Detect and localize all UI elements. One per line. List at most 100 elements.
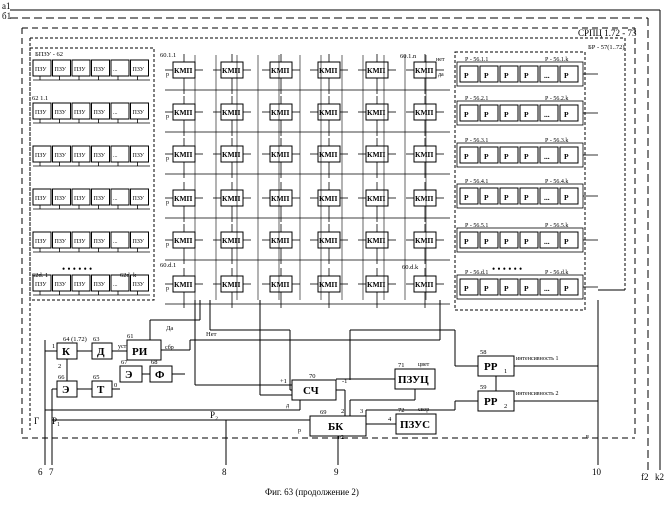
reg-cell-label: ... xyxy=(544,71,550,80)
reg-cell-label: Р xyxy=(484,193,489,202)
kmp-label: КМП xyxy=(222,108,241,117)
block-D: Д xyxy=(97,346,105,358)
block-T: Т xyxy=(97,384,105,396)
srpc-label: СРПЦ 1.72 - 73 xyxy=(578,28,637,38)
pzu-cell-label: ПЗУ xyxy=(55,153,67,159)
reg-cell xyxy=(520,188,538,204)
kmp-cell: КМП xyxy=(406,268,444,308)
sig-d: д xyxy=(286,403,289,409)
block-PZUS: ПЗУС xyxy=(400,419,430,431)
reg-cell xyxy=(560,188,578,204)
kmp-label: КМП xyxy=(271,66,290,75)
kmp-cell: КМП xyxy=(213,182,251,222)
reg-row-label: Р - 56.5.1 xyxy=(465,223,488,229)
kmp-label: КМП xyxy=(367,236,386,245)
kmp-cell: КМП xyxy=(358,182,396,222)
kmp-label-d1: 60.d.1 xyxy=(160,262,176,269)
num-68: 68 xyxy=(151,359,158,366)
figure-caption: Фиг. 63 (продолжение 2) xyxy=(265,487,359,497)
kmp-cell: КМП xyxy=(406,96,444,136)
pin-4-bk: 4 xyxy=(388,416,392,423)
reg-cell-label: ... xyxy=(544,284,550,293)
kmp-label: КМП xyxy=(367,108,386,117)
num-70: 70 xyxy=(309,373,316,380)
register-grid: РРРР...РР - 56.1.1Р - 56.1.kРРРР...РР - … xyxy=(457,57,598,299)
kmp-label: КМП xyxy=(415,150,434,159)
reg-cell xyxy=(460,279,478,295)
block-BK: БК xyxy=(328,421,343,433)
reg-cell xyxy=(520,66,538,82)
kmp-label: КМП xyxy=(271,280,290,289)
reg-cell xyxy=(560,66,578,82)
sig-cbr: сбр xyxy=(165,344,174,351)
kmp-cell: КМП xyxy=(358,268,396,308)
kmp-cell: КМП xyxy=(406,224,444,264)
reg-cell-label: Р xyxy=(484,284,489,293)
num-63: 63 xyxy=(93,336,100,343)
reg-cell xyxy=(500,105,518,121)
pin-minus1: -1 xyxy=(342,378,347,385)
reg-cell-label: Р xyxy=(524,237,529,246)
num-65: 65 xyxy=(93,374,100,381)
reg-cell xyxy=(480,105,498,121)
reg-cell-label: Р xyxy=(504,110,509,119)
reg-cell-label: Р xyxy=(464,193,469,202)
num-64: 64 (1.72) xyxy=(63,336,87,343)
reg-cell xyxy=(500,66,518,82)
bizu-row: ПЗУПЗУПЗУПЗУ...ПЗУ xyxy=(33,60,150,80)
reg-cell-label: ... xyxy=(544,152,550,161)
kmp-label: КМП xyxy=(319,236,338,245)
reg-cell-label: Р xyxy=(504,193,509,202)
reg-cell-label: Р xyxy=(504,284,509,293)
pzu-cell-label: ПЗУ xyxy=(94,153,106,159)
reg-cell xyxy=(480,147,498,163)
reg-cell-label: Р xyxy=(504,71,509,80)
pin-2: 2 xyxy=(58,363,61,370)
bizu-dots: • • • • • • xyxy=(62,264,92,274)
kmp-label: КМП xyxy=(222,280,241,289)
block-RR2: РР xyxy=(484,396,498,408)
kmp-label: КМП xyxy=(415,66,434,75)
num-66: 66 xyxy=(58,374,65,381)
pzu-cell-label: ПЗУ xyxy=(55,67,67,73)
reg-cell-label: Р xyxy=(564,193,569,202)
pzu-cell-label: ПЗУ xyxy=(133,153,145,159)
reg-cell-label: Р xyxy=(504,237,509,246)
reg-cell-label: Р xyxy=(564,71,569,80)
out-8: 8 xyxy=(222,467,227,477)
kmp-label: КМП xyxy=(415,280,434,289)
reg-cell xyxy=(520,147,538,163)
pzu-cell-label: ПЗУ xyxy=(133,110,145,116)
reg-row-label: Р - 56.1.1 xyxy=(465,57,488,63)
reg-row-label: Р - 56.d.1 xyxy=(465,270,488,276)
pzu-cell-label: ... xyxy=(113,282,118,288)
reg-cell xyxy=(460,188,478,204)
bizu-row: ПЗУПЗУПЗУПЗУ...ПЗУ xyxy=(33,232,150,252)
kmp-label-first: 60.1.1 xyxy=(160,52,176,59)
pzu-cell-label: ПЗУ xyxy=(74,67,86,73)
kmp-cell: КМП xyxy=(262,54,300,94)
reg-cell-label: Р xyxy=(464,237,469,246)
bizu-row-label: 62 1.1 xyxy=(32,95,48,102)
kmp-label: КМП xyxy=(367,280,386,289)
kmp-label: КМП xyxy=(415,236,434,245)
kmp-label: КМП xyxy=(174,194,193,203)
reg-cell-label: Р xyxy=(464,284,469,293)
reg-row-label-k: Р - 56.4.k xyxy=(545,179,568,185)
reg-cell-label: Р xyxy=(504,152,509,161)
reg-cell xyxy=(460,147,478,163)
kmp-cell: КМП xyxy=(262,268,300,308)
reg-cell xyxy=(560,105,578,121)
bizu-label: БПЗУ - 62 xyxy=(35,51,63,58)
pzu-cell-label: ПЗУ xyxy=(35,153,47,159)
reg-cell-label: Р xyxy=(464,152,469,161)
reg-cell-label: Р xyxy=(524,193,529,202)
pzu-cell-label: ПЗУ xyxy=(94,239,106,245)
reg-cell xyxy=(500,147,518,163)
kmp-cell: КМП xyxy=(358,96,396,136)
sig-ust: уст xyxy=(118,344,127,350)
block-RI: РИ xyxy=(132,346,148,358)
pzu-cell-label: ПЗУ xyxy=(55,196,67,202)
block-E1: Э xyxy=(62,384,69,396)
block-SCh: СЧ xyxy=(303,385,319,397)
